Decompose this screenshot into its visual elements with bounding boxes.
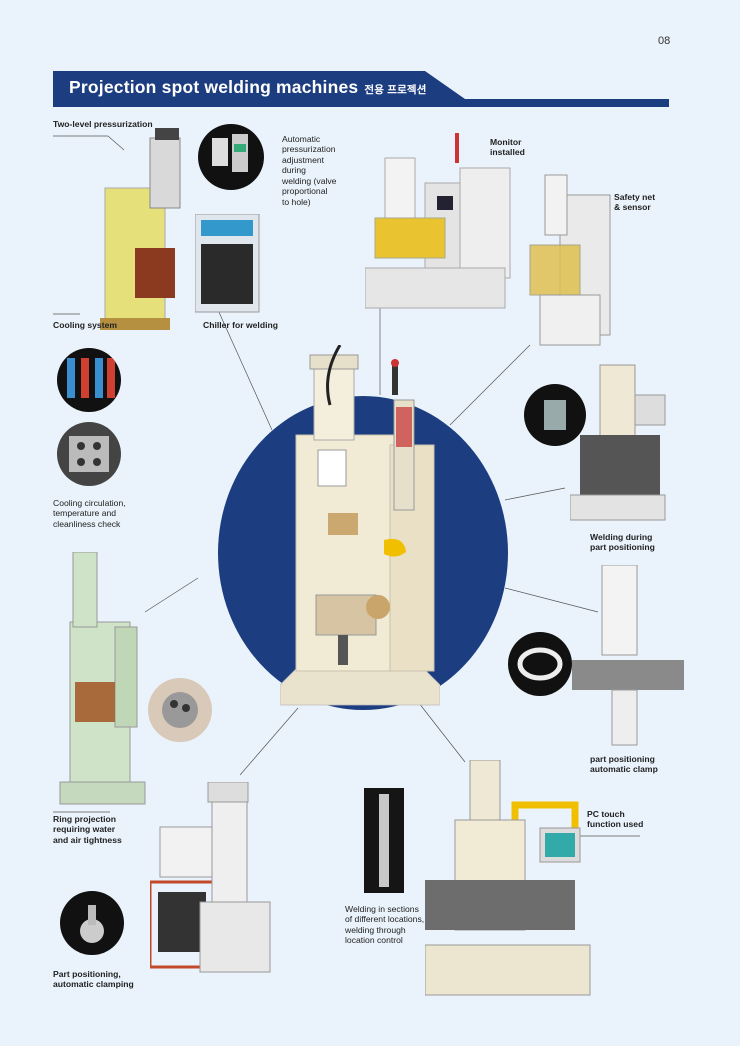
label-line: Monitor — [490, 137, 522, 147]
label-line: location control — [345, 935, 403, 946]
label-line: & sensor — [614, 202, 651, 213]
ring-projection-machine-photo — [59, 552, 146, 805]
part-clamp-detail-photo — [60, 891, 124, 955]
ring-detail-photo — [148, 678, 212, 742]
label-line: Welding in sections — [345, 904, 419, 914]
label-safety-net: Safety net & sensor — [614, 192, 655, 213]
label-line: automatic clamp — [590, 764, 658, 775]
pc-touch-machine-photo — [425, 760, 591, 996]
label-line: welding (valve — [282, 175, 337, 186]
clamp-machine-photo — [572, 565, 684, 746]
label-cooling-check: Cooling circulation, temperature and cle… — [53, 498, 126, 529]
label-line: function used — [587, 819, 644, 830]
label-line: and air tightness — [53, 834, 122, 845]
label-line: cleanliness check — [53, 518, 121, 529]
rod-detail-photo — [364, 788, 404, 893]
label-line: Cooling circulation, — [53, 498, 126, 508]
safety-net-machine-photo — [529, 174, 611, 346]
part-detail-photo — [524, 384, 586, 446]
clamp-detail-photo — [508, 632, 572, 696]
positioning-machine-photo — [570, 364, 666, 521]
label-cooling-system: Cooling system — [53, 320, 117, 330]
title-banner — [53, 71, 669, 107]
label-chiller: Chiller for welding — [203, 320, 278, 330]
central-welding-machine-photo — [280, 345, 440, 706]
page-title: Projection spot welding machines 전용 프로젝션 — [69, 77, 427, 98]
label-auto-pressurization: Automatic pressurization adjustment duri… — [282, 134, 336, 207]
two-level-pressure-machine-photo — [100, 128, 181, 330]
page-title-korean: 전용 프로젝션 — [364, 84, 427, 96]
label-welding-sections: Welding in sections of different locatio… — [345, 904, 424, 946]
chiller-photo — [195, 214, 260, 313]
label-welding-positioning: Welding during part positioning — [590, 532, 655, 553]
cooling-gauge-photo — [57, 422, 121, 486]
label-ring-projection: Ring projection requiring water and air … — [53, 814, 122, 845]
label-line: of different locations, — [345, 914, 425, 925]
label-line: PC touch — [587, 809, 625, 819]
monitor-machine-photo — [365, 133, 511, 309]
label-line: pressurization — [282, 144, 336, 155]
label-line: Part positioning, — [53, 969, 121, 979]
label-line: automatic clamping — [53, 979, 134, 990]
label-line: part positioning — [590, 542, 655, 553]
label-line: installed — [490, 147, 525, 158]
valve-detail-photo — [198, 124, 264, 190]
label-line: proportional — [282, 186, 328, 197]
label-line: Automatic — [282, 134, 321, 144]
label-part-clamp: part positioning automatic clamp — [590, 754, 658, 775]
label-line: adjustment — [282, 154, 325, 165]
label-line: welding through — [345, 924, 406, 935]
page-number: 08 — [658, 35, 671, 47]
label-line: Welding during — [590, 532, 653, 542]
cooling-tubes-photo — [57, 348, 121, 412]
label-line: to hole) — [282, 196, 311, 207]
label-two-level-pressurization: Two-level pressurization — [53, 119, 153, 129]
label-line: Safety net — [614, 192, 656, 202]
clamping-machine-photo — [150, 782, 271, 973]
label-pc-touch: PC touch function used — [587, 809, 643, 830]
label-line: during — [282, 165, 306, 176]
label-line: Ring projection — [53, 814, 117, 824]
label-part-positioning-clamping: Part positioning, automatic clamping — [53, 969, 134, 990]
label-line: part positioning — [590, 754, 655, 764]
label-line: temperature and — [53, 508, 117, 519]
label-line: requiring water — [53, 824, 116, 835]
label-monitor-installed: Monitor installed — [490, 137, 525, 158]
page-title-text: Projection spot welding machines — [69, 77, 359, 97]
